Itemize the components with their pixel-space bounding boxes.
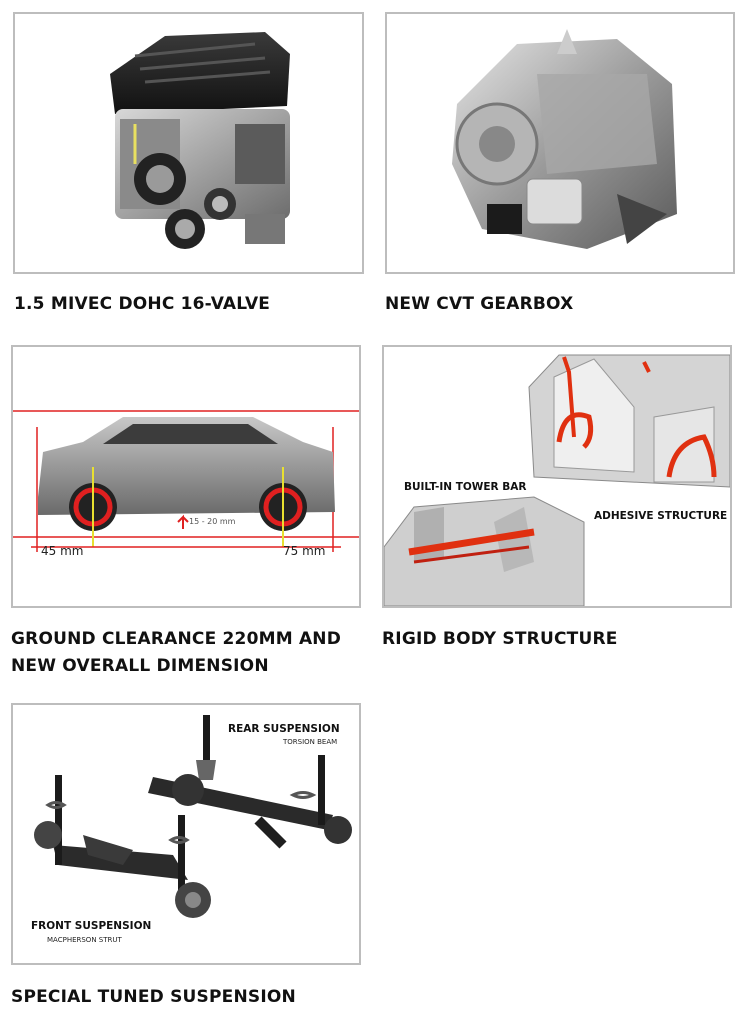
suspension-image [34, 715, 352, 918]
rear-suspension-label: REAR SUSPENSION [228, 723, 340, 735]
body-structure-card: BUILT-IN TOWER BAR ADHESIVE STRUCTURE [382, 345, 732, 608]
suspension-card: REAR SUSPENSION TORSION BEAM FRONT SUSPE… [11, 703, 361, 965]
front-overhang-label: 45 mm [41, 544, 84, 558]
car-dimension-image [13, 410, 359, 552]
engine-caption: 1.5 MIVEC DOHC 16-VALVE [14, 294, 271, 314]
engine-image [110, 32, 290, 249]
rear-suspension-sub: TORSION BEAM [283, 738, 338, 746]
engine-card [13, 12, 364, 274]
dimension-caption-line1: GROUND CLEARANCE 220MM AND [11, 629, 342, 649]
front-suspension-label: FRONT SUSPENSION [31, 920, 152, 932]
adhesive-structure-label: ADHESIVE STRUCTURE [594, 510, 728, 522]
dimension-caption-line2: NEW OVERALL DIMENSION [11, 656, 269, 676]
car-dimension-card: 15 - 20 mm 45 mm 75 mm [11, 345, 361, 608]
tower-bar-label: BUILT-IN TOWER BAR [404, 481, 527, 493]
clearance-label: 15 - 20 mm [189, 517, 236, 526]
body-structure-image [384, 354, 730, 606]
rear-overhang-label: 75 mm [283, 544, 326, 558]
suspension-caption: SPECIAL TUNED SUSPENSION [11, 987, 296, 1007]
body-structure-caption: RIGID BODY STRUCTURE [382, 629, 618, 649]
gearbox-image [452, 29, 677, 249]
gearbox-card [385, 12, 735, 274]
gearbox-caption: NEW CVT GEARBOX [385, 294, 574, 314]
front-suspension-sub: MACPHERSON STRUT [47, 936, 122, 944]
